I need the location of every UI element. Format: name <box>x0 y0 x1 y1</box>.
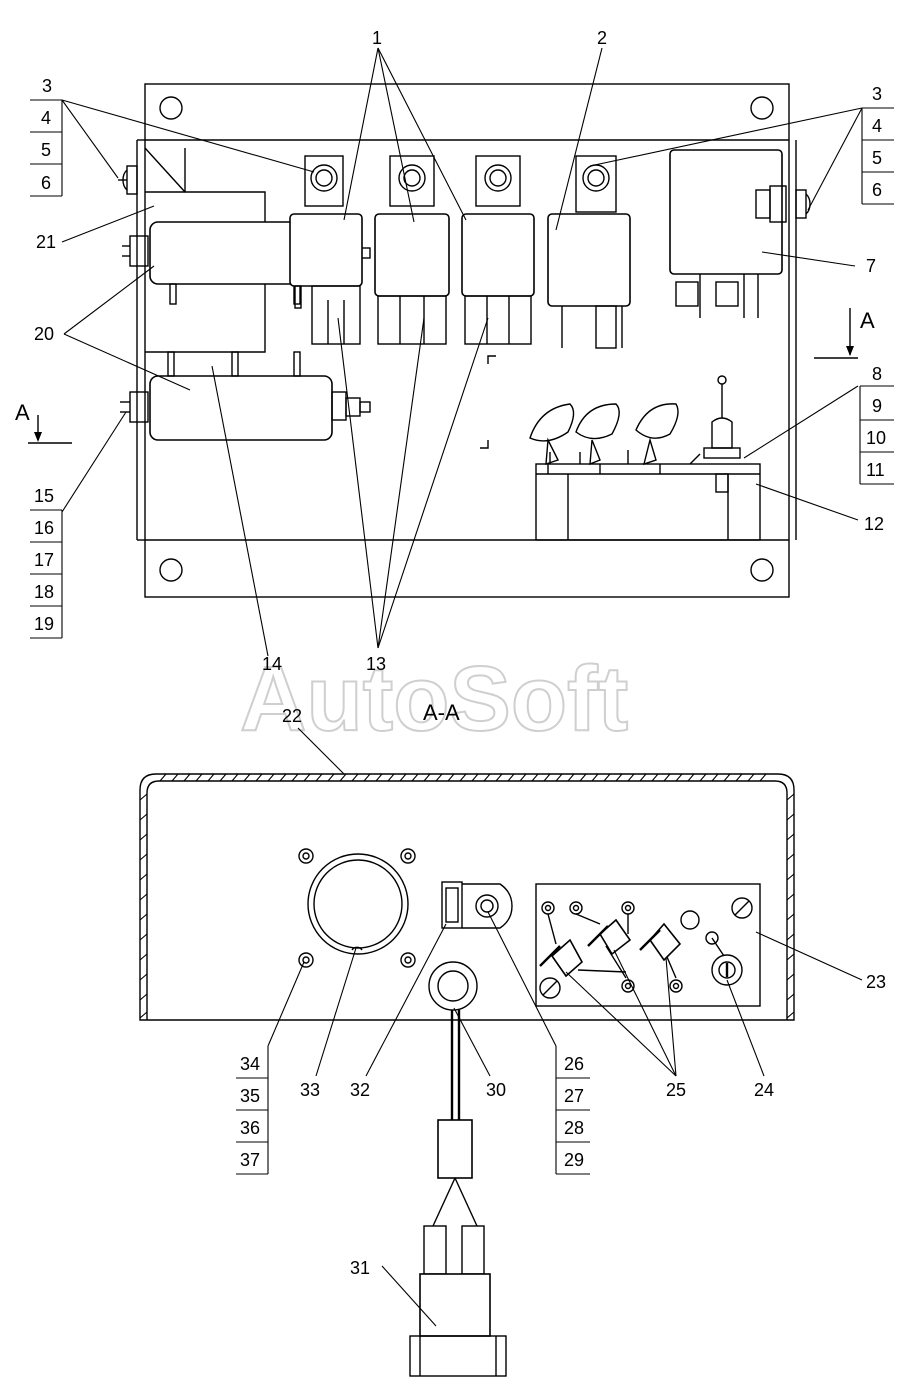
key-switch-icon <box>705 931 743 986</box>
leader-lines-section <box>267 911 863 1327</box>
callout-14: 14 <box>262 654 282 674</box>
callout-15: 15 <box>34 486 54 506</box>
callout-33: 33 <box>300 1080 320 1100</box>
nut-icons <box>298 848 416 968</box>
housing-section <box>139 773 795 1021</box>
callout-27: 27 <box>564 1086 584 1106</box>
callout-20: 20 <box>34 324 54 344</box>
callout-19: 19 <box>34 614 54 634</box>
side-screw-right-icon <box>795 189 811 219</box>
resistor-lower <box>120 351 371 441</box>
callout-32: 32 <box>350 1080 370 1100</box>
callout-3-right: 3 <box>872 84 882 104</box>
callout-18: 18 <box>34 582 54 602</box>
callout-12: 12 <box>864 514 884 534</box>
callout-8: 8 <box>872 364 882 384</box>
relay-4 <box>547 155 631 349</box>
callout-13: 13 <box>366 654 386 674</box>
callout-28: 28 <box>564 1118 584 1138</box>
callout-25: 25 <box>666 1080 686 1100</box>
callout-9: 9 <box>872 396 882 416</box>
callout-4-right: 4 <box>872 116 882 136</box>
callout-10: 10 <box>866 428 886 448</box>
unit-7 <box>669 149 787 318</box>
section-title: A-A <box>423 700 460 725</box>
callout-1: 1 <box>372 28 382 48</box>
section-arrow-right-icon <box>814 308 858 359</box>
fuse-block <box>535 463 761 541</box>
callout-36: 36 <box>240 1118 260 1138</box>
callout-6-right: 6 <box>872 180 882 200</box>
switch-bracket-icon <box>441 881 513 929</box>
callout-stack-26-29 <box>555 1046 590 1175</box>
gauge-icon <box>307 853 409 955</box>
watermark-text: AutoSoft <box>240 648 628 750</box>
callout-37: 37 <box>240 1150 260 1170</box>
relay-2 <box>374 155 450 345</box>
callout-stack-34-37 <box>236 1046 269 1175</box>
fuse-holder-1-icon <box>529 403 575 465</box>
callout-5-left: 5 <box>41 140 51 160</box>
relay-1 <box>289 155 363 345</box>
mounting-bracket <box>144 147 266 353</box>
fuse-cap-2-icon <box>587 918 632 956</box>
callout-24: 24 <box>754 1080 774 1100</box>
side-screw-left-icon <box>118 165 138 195</box>
callout-34: 34 <box>240 1054 260 1074</box>
callout-16: 16 <box>34 518 54 538</box>
fuse-holder-2-icon <box>575 403 620 466</box>
callout-30: 30 <box>486 1080 506 1100</box>
grommet-icon <box>428 961 478 1011</box>
fuse-cap-1-icon <box>539 938 584 978</box>
cable-connector <box>409 1010 507 1377</box>
section-arrow-left-icon <box>28 415 72 444</box>
callout-stack-left-15-19 <box>30 509 63 639</box>
section-label-left: A <box>15 400 30 425</box>
relay-3 <box>461 155 535 345</box>
callout-29: 29 <box>564 1150 584 1170</box>
callout-22: 22 <box>282 706 302 726</box>
fuse-cap-3-icon <box>639 922 682 962</box>
section-label-right: A <box>860 308 875 333</box>
callout-7: 7 <box>866 256 876 276</box>
callout-6-left: 6 <box>41 173 51 193</box>
callout-4-left: 4 <box>41 108 51 128</box>
callout-17: 17 <box>34 550 54 570</box>
callout-26: 26 <box>564 1054 584 1074</box>
callout-stack-left-3-6 <box>30 99 63 197</box>
callout-3-left: 3 <box>42 76 52 96</box>
fuse-holder-upright-icon <box>689 375 741 465</box>
callout-stack-right-3-6 <box>861 107 894 205</box>
callout-5-right: 5 <box>872 148 882 168</box>
fuse-holder-3-icon <box>627 403 679 466</box>
callout-21: 21 <box>36 232 56 252</box>
leader-lines-top <box>61 47 863 657</box>
callout-31: 31 <box>350 1258 370 1278</box>
callout-2: 2 <box>597 28 607 48</box>
callout-stack-right-8-11 <box>859 385 894 485</box>
callout-35: 35 <box>240 1086 260 1106</box>
callout-11: 11 <box>866 460 885 480</box>
callout-23: 23 <box>866 972 886 992</box>
